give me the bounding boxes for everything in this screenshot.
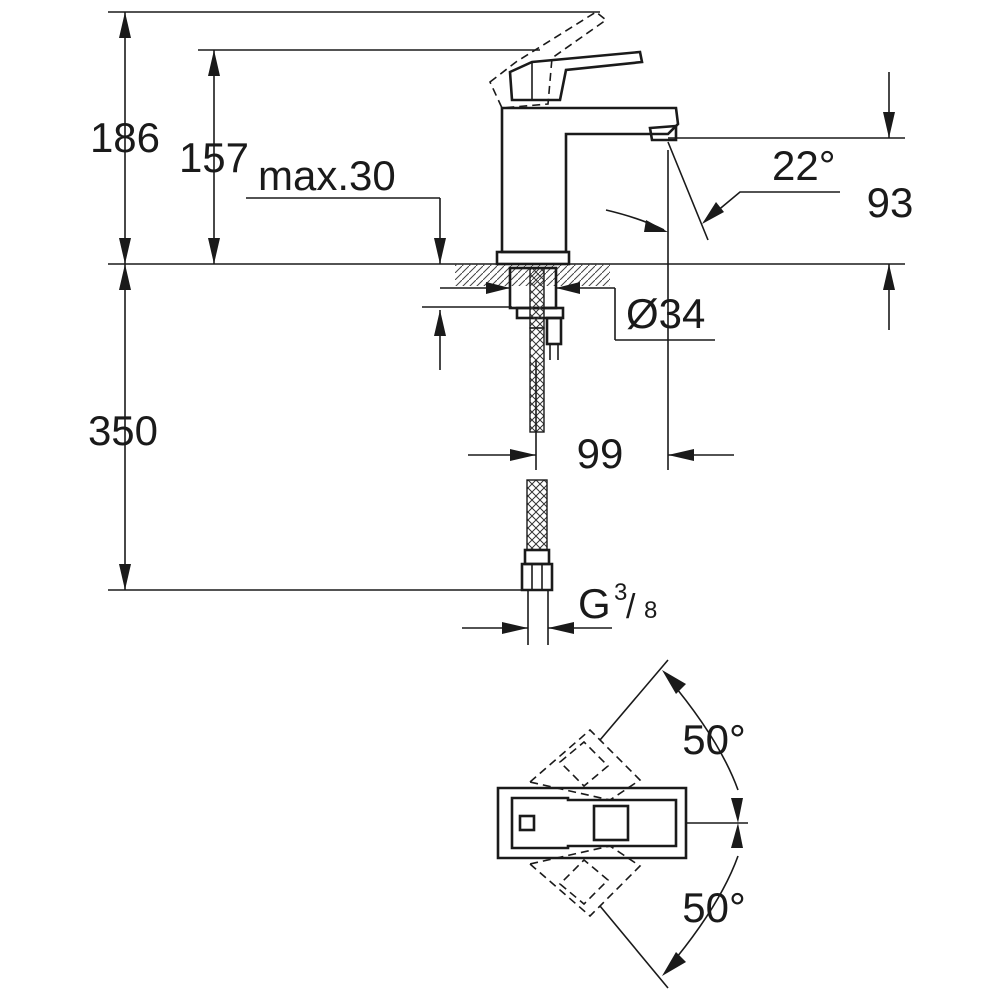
- dimension-body-height: 157: [179, 50, 249, 264]
- dimension-spout-angle: 22°: [605, 141, 840, 241]
- spout-angle-label: 22°: [772, 142, 836, 189]
- faucet-base: [495, 250, 571, 266]
- thread-label-slash: /: [626, 588, 636, 626]
- plan-faucet-body: [496, 786, 688, 860]
- spout-height-label: 93: [867, 179, 914, 226]
- hole-diameter-label: Ø34: [626, 290, 705, 337]
- dimension-spout-height: 93: [867, 72, 914, 330]
- tail-length-label: 350: [88, 407, 158, 454]
- spout-reach-label: 99: [577, 430, 624, 477]
- total-height-label: 186: [90, 114, 160, 161]
- dimension-lever-angle-bottom: 50°: [662, 823, 746, 976]
- thread-label-numerator: 3: [614, 579, 627, 606]
- mounting-assembly: [508, 266, 565, 360]
- body-height-label: 157: [179, 134, 249, 181]
- plan-view: 50° 50°: [496, 659, 748, 989]
- lever-angle-top-label: 50°: [682, 716, 746, 763]
- plan-aerator: [518, 814, 536, 832]
- dimension-lever-angle-top: 50°: [662, 670, 746, 823]
- faucet-lever: [508, 50, 644, 102]
- side-elevation: 186 157 max.30: [88, 11, 914, 645]
- thread-label-denominator: 8: [644, 597, 657, 624]
- dimension-hole-diameter: Ø34: [440, 282, 715, 341]
- dimension-thread: G 3 / 8: [462, 579, 657, 634]
- dimension-tail-length: 350: [88, 264, 158, 590]
- flexible-hose: [520, 327, 554, 645]
- dimension-max-thickness: max.30: [246, 152, 512, 370]
- max-thickness-label: max.30: [258, 152, 396, 199]
- plan-lever-cap: [592, 804, 630, 842]
- thread-label-g: G: [578, 580, 611, 627]
- dimension-spout-reach: 99: [468, 150, 734, 477]
- aerator: [648, 124, 678, 142]
- lever-angle-bottom-label: 50°: [682, 884, 746, 931]
- dimension-total-height: 186: [90, 12, 160, 264]
- plan-lever-alternate-positions: [528, 728, 642, 918]
